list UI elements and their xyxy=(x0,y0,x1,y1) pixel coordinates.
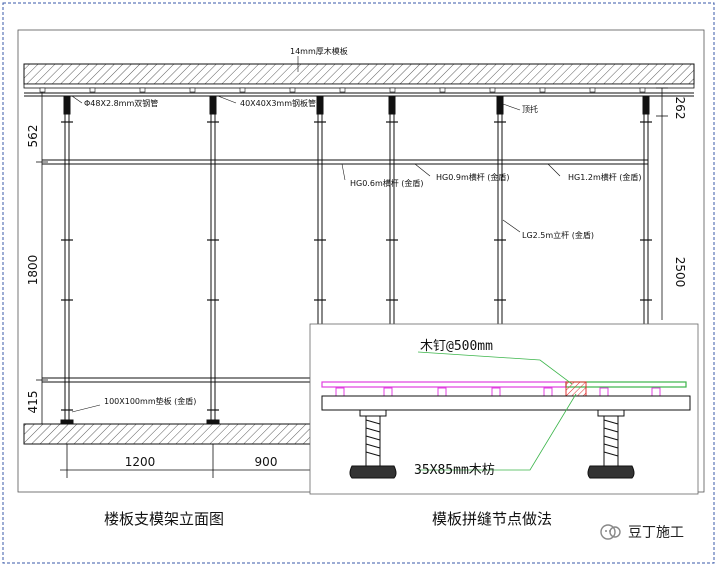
dim-bottom-2: 900 xyxy=(255,455,278,469)
detail-main-beam xyxy=(321,395,691,411)
top-battens xyxy=(39,87,646,93)
brand-text: 豆丁施工 xyxy=(628,525,684,541)
top-slab xyxy=(23,63,695,85)
dim-bottom-1: 1200 xyxy=(125,455,156,469)
label-lg25: LG2.5m立杆 (金盾) xyxy=(522,230,594,240)
post-collars xyxy=(61,121,652,411)
dim-left-top: 562 xyxy=(26,125,40,148)
caption-joint-detail: 模板拼缝节点做法 xyxy=(432,510,553,528)
detail-jack-left xyxy=(349,409,397,479)
label-base-plate: 100X100mm垫板 (金盾) xyxy=(104,396,196,406)
label-wood-nail: 木钉@500mm xyxy=(420,339,493,354)
right-dimension xyxy=(656,87,668,320)
label-steel-pipe: Φ48X2.8mm双钢管 xyxy=(84,98,158,108)
joint-batten xyxy=(565,381,587,397)
label-hg09: HG0.9m横杆 (金盾) xyxy=(436,172,510,182)
label-jack: 顶托 xyxy=(522,104,538,114)
posts xyxy=(60,95,650,425)
dim-right-top: 262 xyxy=(673,97,687,120)
formwork-board xyxy=(23,83,695,89)
label-top-board: 14mm厚木模板 xyxy=(290,46,348,56)
label-batten: 35X85mm木枋 xyxy=(414,462,495,478)
leader-lines xyxy=(71,56,561,413)
bottom-slab xyxy=(23,423,315,445)
left-dimension xyxy=(36,92,48,425)
bottom-dimension xyxy=(60,444,310,478)
label-hg06: HG0.6m横杆 (金盾) xyxy=(350,178,424,188)
dim-left-bottom: 415 xyxy=(26,391,40,414)
jack-top xyxy=(63,95,71,115)
dim-left-mid: 1800 xyxy=(26,255,40,286)
label-hg12: HG1.2m横杆 (金盾) xyxy=(568,172,642,182)
label-square-tube: 40X40X3mm钢板管 xyxy=(240,98,316,108)
detail-jack-right xyxy=(587,409,635,479)
dim-right-mid: 2500 xyxy=(673,257,687,288)
brand-logo-icon xyxy=(600,524,621,540)
detail-leaders xyxy=(417,351,577,471)
caption-elevation: 楼板支模架立面图 xyxy=(104,510,225,528)
brand-watermark: 豆丁施工 xyxy=(600,522,684,542)
